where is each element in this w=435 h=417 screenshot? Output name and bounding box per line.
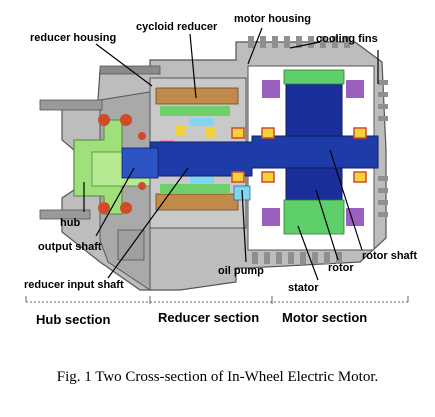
cycloid-disc-top	[155, 87, 239, 105]
label-reducer-housing: reducer housing	[30, 32, 116, 44]
reducer-green-top	[160, 106, 230, 116]
magnet-br	[346, 208, 364, 226]
reducer-cyan	[190, 118, 214, 126]
label-rotor: rotor	[328, 262, 354, 274]
stator-lower	[283, 199, 345, 235]
section-divider	[25, 296, 409, 304]
component-labels: reducer housing cycloid reducer motor ho…	[24, 13, 417, 294]
section-reducer: Reducer section	[158, 310, 259, 325]
section-motor: Motor section	[282, 310, 367, 325]
cooling-fins-side	[378, 80, 388, 217]
section-labels: Hub section Reducer section Motor sectio…	[36, 310, 367, 327]
cooling-fins-top	[248, 36, 350, 48]
magnet-tl	[262, 80, 280, 98]
label-oil-pump: oil pump	[218, 265, 264, 277]
magnet-tr	[346, 80, 364, 98]
label-cycloid-reducer: cycloid reducer	[136, 21, 218, 33]
label-stator: stator	[288, 282, 319, 294]
reducer-yellow-2	[206, 128, 216, 138]
stator-upper	[283, 69, 345, 85]
label-output-shaft: output shaft	[38, 241, 102, 253]
label-motor-housing: motor housing	[234, 13, 311, 25]
output-shaft-part	[121, 147, 159, 179]
bolt-top	[39, 99, 103, 111]
label-hub: hub	[60, 217, 80, 229]
cycloid-disc-bottom	[155, 193, 239, 211]
label-reducer-input-shaft: reducer input shaft	[24, 279, 124, 291]
motor-cross-section	[39, 36, 388, 291]
leader-lines	[83, 27, 379, 281]
reducer-cyan-2	[190, 176, 214, 184]
magnet-bl	[262, 208, 280, 226]
figure-caption: Fig. 1 Two Cross-section of In-Wheel Ele…	[56, 369, 379, 385]
bolt-bottom	[39, 209, 91, 220]
label-rotor-shaft: rotor shaft	[362, 250, 417, 262]
reducer-yellow-1	[176, 126, 186, 136]
bearings	[98, 114, 367, 214]
input-shaft	[149, 135, 379, 177]
label-cooling-fins: cooling fins	[316, 33, 378, 45]
cooling-fins-bottom	[252, 252, 342, 264]
reducer-green-bottom	[160, 184, 230, 194]
rotor-upper	[285, 77, 343, 137]
section-hub: Hub section	[36, 312, 110, 327]
